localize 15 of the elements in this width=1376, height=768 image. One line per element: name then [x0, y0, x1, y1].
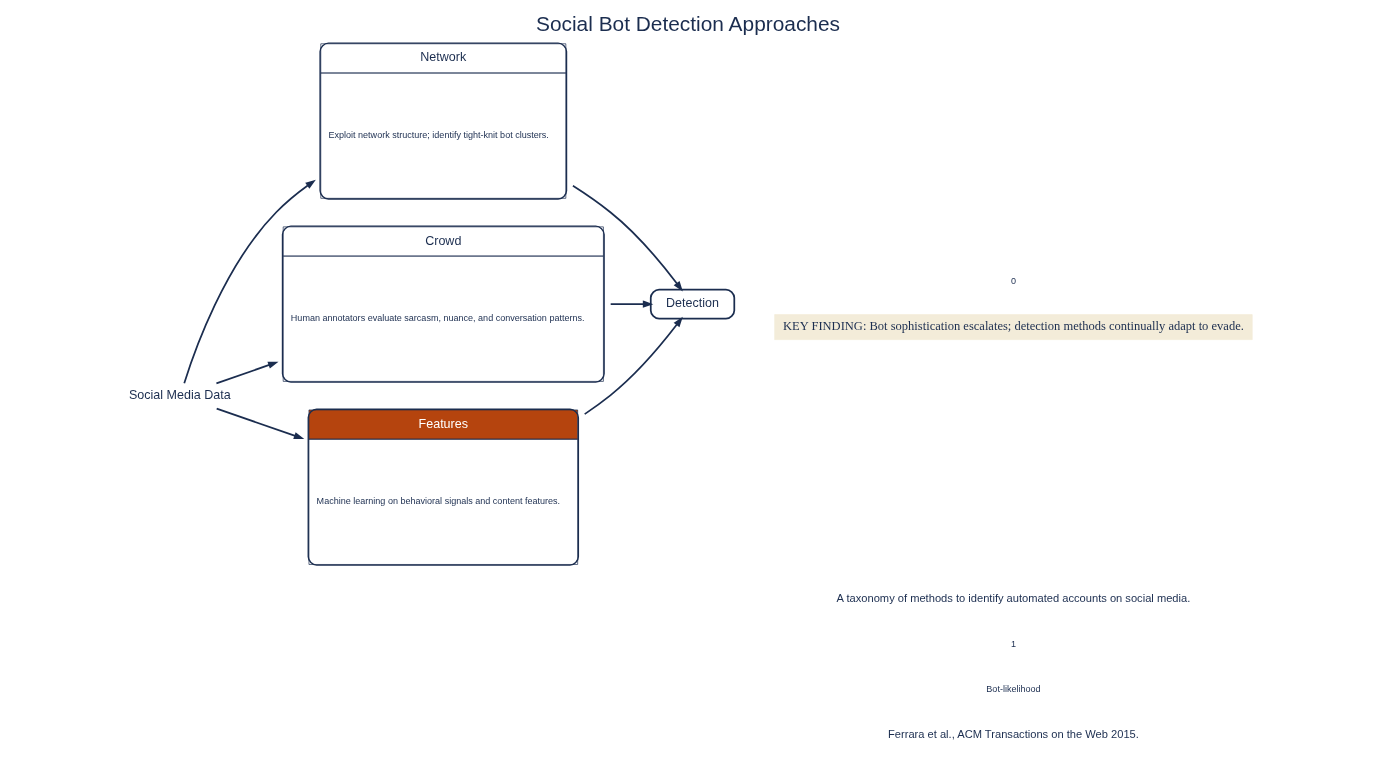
arrow — [215, 407, 305, 440]
label: Ferrara et al., ACM Transactions on the Web 2015. — [888, 727, 1139, 740]
arrow — [572, 184, 683, 292]
node-text: Social Media Data — [129, 388, 231, 403]
label: 1 — [1010, 638, 1016, 649]
arrow — [609, 300, 654, 308]
label: Bot-likelihood — [986, 684, 1041, 695]
node-box: Detection — [649, 288, 736, 320]
arrow — [183, 179, 316, 385]
label: 0 — [1010, 276, 1016, 287]
arrow — [215, 361, 279, 385]
caption: KEY FINDING: Bot sophistication escalates; detection methods continually adapt to evade. — [783, 319, 1244, 334]
arrow — [583, 316, 683, 415]
diagram-title: Social Bot Detection Approaches — [535, 11, 841, 35]
label: A taxonomy of methods to identify automated accounts on social media. — [836, 591, 1191, 604]
